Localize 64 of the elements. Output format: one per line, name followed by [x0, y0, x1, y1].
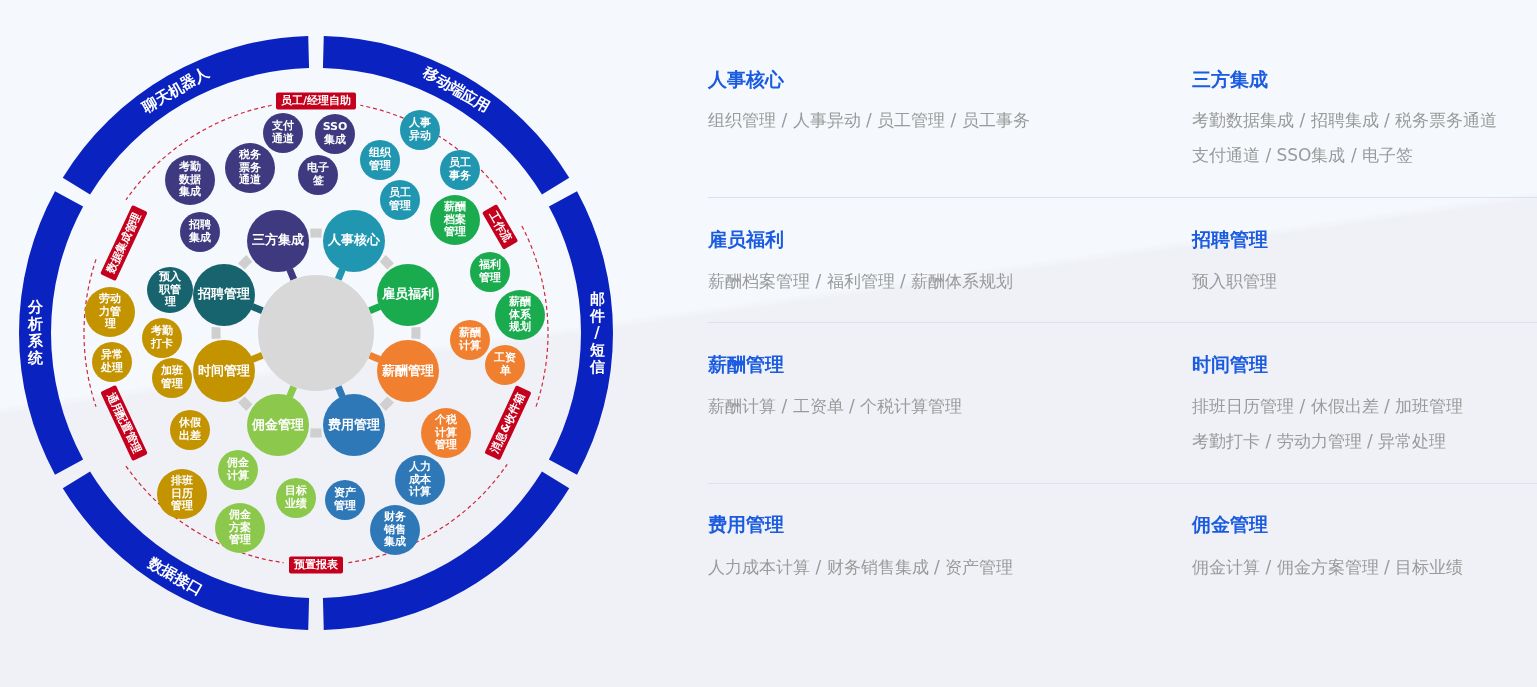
feature-list: 考勤打卡 / 劳动力管理 / 异常处理 — [1192, 429, 1447, 453]
feature-circle: 招聘集成 — [180, 212, 220, 252]
feature-list: 佣金计算 / 佣金方案管理 / 目标业绩 — [1192, 555, 1464, 579]
tag-label: 工作流 — [481, 204, 518, 250]
feature-list: 人力成本计算 / 财务销售集成 / 资产管理 — [708, 555, 1014, 579]
tag-label: 预置报表 — [289, 556, 343, 574]
feature-circle: 人事异动 — [400, 110, 440, 150]
feature-list: 组织管理 / 人事异动 / 员工管理 / 员工事务 — [708, 108, 1030, 132]
section-heading: 雇员福利 — [708, 227, 784, 252]
section-heading: 人事核心 — [708, 67, 784, 92]
feature-circle: 劳动力管理 — [85, 287, 135, 337]
feature-circle: 个税计算管理 — [421, 408, 471, 458]
section-heading: 费用管理 — [708, 512, 784, 537]
section-heading: 薪酬管理 — [708, 352, 784, 377]
feature-circle: 人力成本计算 — [395, 455, 445, 505]
ring-segment: 邮件/短信 — [548, 191, 613, 475]
module-circle: 人事核心 — [323, 209, 386, 272]
feature-list: 考勤数据集成 / 招聘集成 / 税务票务通道 — [1192, 108, 1498, 132]
feature-circle: 员工事务 — [440, 150, 480, 190]
module-circle: 雇员福利 — [377, 263, 440, 326]
hub-circle — [258, 275, 374, 391]
section-heading: 佣金管理 — [1192, 512, 1268, 537]
tag-label: 通用配置管理 — [100, 384, 148, 461]
feature-circle: 福利管理 — [470, 252, 510, 292]
feature-circle: 排班日历管理 — [157, 469, 207, 519]
feature-list: 薪酬计算 / 工资单 / 个税计算管理 — [708, 394, 963, 418]
feature-circle: 资产管理 — [325, 480, 365, 520]
module-circle: 佣金管理 — [246, 394, 309, 457]
tag-label: 消息&收件箱 — [484, 385, 532, 461]
tag-label: 数据集成管理 — [100, 205, 148, 282]
feature-list: 薪酬档案管理 / 福利管理 / 薪酬体系规划 — [708, 269, 1014, 293]
section-heading: 时间管理 — [1192, 352, 1268, 377]
feature-circle: 考勤打卡 — [142, 318, 182, 358]
feature-circle: 组织管理 — [360, 140, 400, 180]
feature-circle: 薪酬档案管理 — [430, 195, 480, 245]
feature-circle: 佣金计算 — [218, 450, 258, 490]
feature-circle: 电子签 — [298, 155, 338, 195]
module-circle: 时间管理 — [192, 340, 255, 403]
feature-list: 支付通道 / SSO集成 / 电子签 — [1192, 143, 1414, 167]
feature-circle: 考勤数据集成 — [165, 155, 215, 205]
feature-circle: 佣金方案管理 — [215, 503, 265, 553]
module-circle: 三方集成 — [246, 209, 309, 272]
module-circle: 薪酬管理 — [377, 340, 440, 403]
feature-circle: 财务销售集成 — [370, 505, 420, 555]
tag-label: 员工/经理自助 — [276, 92, 356, 110]
module-circle: 招聘管理 — [192, 263, 255, 326]
module-circle: 费用管理 — [323, 394, 386, 457]
section-heading: 招聘管理 — [1192, 227, 1268, 252]
feature-circle: 薪酬体系规划 — [495, 290, 545, 340]
section-heading: 三方集成 — [1192, 67, 1268, 92]
feature-circle: 薪酬计算 — [450, 320, 490, 360]
feature-circle: 员工管理 — [380, 180, 420, 220]
ring-segment: 分析系统 — [19, 191, 84, 475]
feature-circle: 支付通道 — [263, 113, 303, 153]
feature-circle: 休假出差 — [170, 410, 210, 450]
feature-circle: 加班管理 — [152, 358, 192, 398]
feature-circle: 税务票务通道 — [225, 143, 275, 193]
feature-circle: SSO集成 — [315, 114, 355, 154]
feature-circle: 工资单 — [485, 345, 525, 385]
feature-circle: 异常处理 — [92, 342, 132, 382]
feature-circle: 目标业绩 — [276, 478, 316, 518]
feature-circle: 预入职管理 — [147, 267, 193, 313]
feature-list: 预入职管理 — [1192, 269, 1277, 293]
feature-list: 排班日历管理 / 休假出差 / 加班管理 — [1192, 394, 1464, 418]
